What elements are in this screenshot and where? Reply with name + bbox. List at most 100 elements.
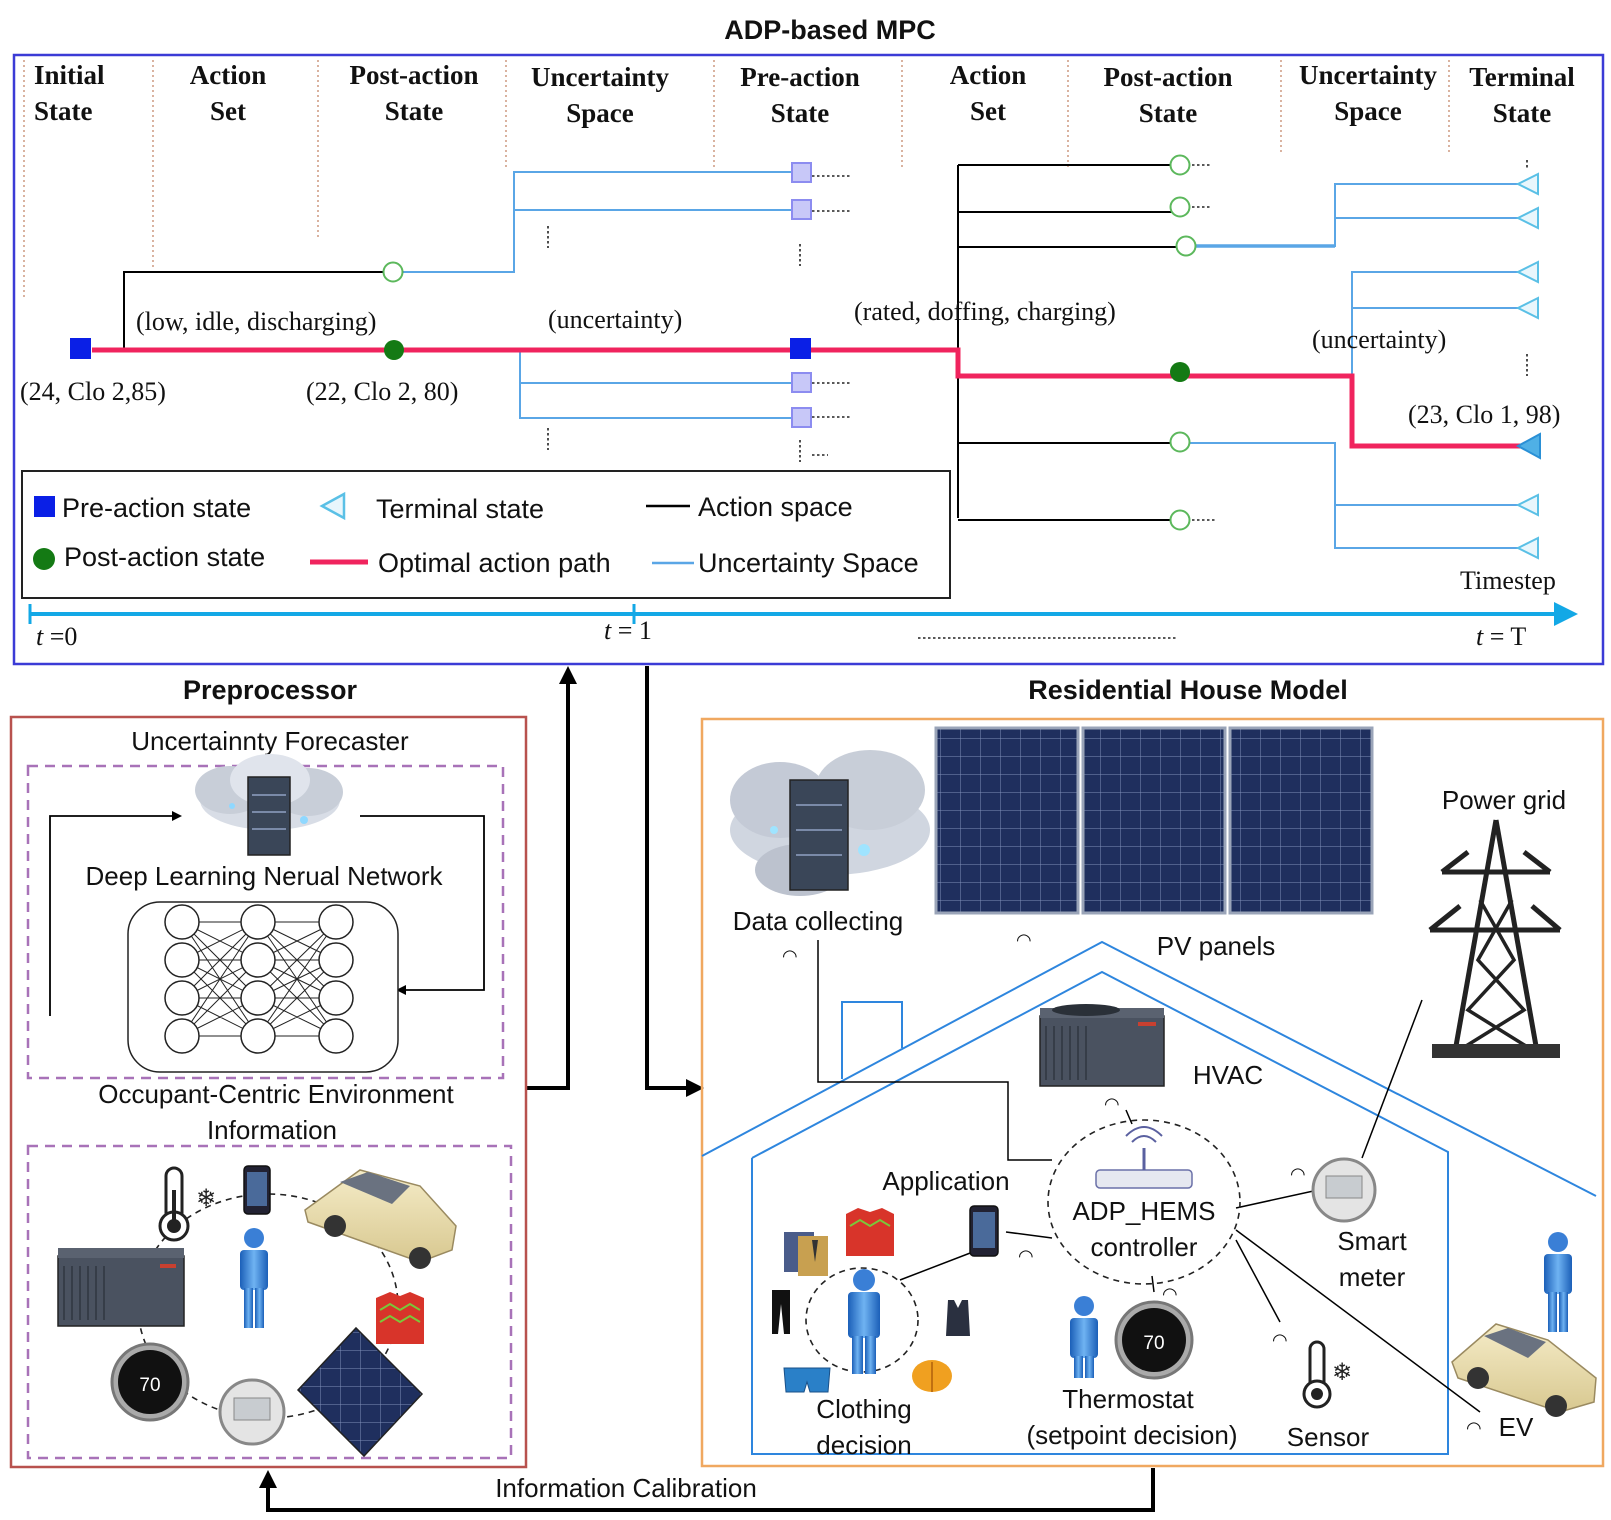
legend: Pre-action state Post-action state Termi… xyxy=(21,470,951,599)
snowflake-icon: ❄ xyxy=(196,1184,216,1212)
person-icon xyxy=(1070,1296,1098,1378)
smart-meter-icon xyxy=(1311,1157,1377,1223)
timeline: t =0 t = 1 t = T xyxy=(28,602,1578,651)
wifi-icon: ◠ xyxy=(1018,1246,1034,1267)
thermostat-reading: 70 xyxy=(139,1375,160,1396)
hvac-icon xyxy=(1039,1004,1165,1087)
wifi-icon: ◠ xyxy=(782,946,798,967)
wifi-icon: ◠ xyxy=(1162,1284,1178,1305)
feedback-arrow-out xyxy=(360,815,485,995)
candidate-post-action-states xyxy=(382,154,1197,531)
col-uncertainty-2: Space xyxy=(566,98,634,128)
car-icon xyxy=(1451,1323,1597,1417)
controller-label-2: controller xyxy=(1091,1232,1198,1262)
terminal-state-label: (23, Clo 1, 98) xyxy=(1408,400,1560,429)
annotation-uncertainty-1: (uncertainty) xyxy=(548,305,682,334)
action-space-branches xyxy=(123,164,1185,521)
arrow-mpc-to-house xyxy=(645,666,704,1097)
mpc-panel xyxy=(12,53,1605,666)
smart-meter-label-1: Smart xyxy=(1337,1226,1407,1256)
timeline-t0: t =0 xyxy=(36,622,77,651)
application-label: Application xyxy=(882,1166,1009,1196)
tank-top-icon xyxy=(946,1300,970,1336)
uncertainty-branches xyxy=(394,171,1528,549)
solar-panel-icon xyxy=(296,1326,424,1458)
application-phone-icon xyxy=(969,1205,999,1257)
pv-panels-label: PV panels xyxy=(1157,931,1276,961)
col-terminal-2: State xyxy=(1493,98,1551,128)
occupant-info-label-1: Occupant-Centric Environment xyxy=(98,1079,454,1109)
thermostat-icon: 70 xyxy=(1114,1300,1194,1380)
annotation-action-1: (low, idle, discharging) xyxy=(136,307,376,336)
thermostat-label-2: (setpoint decision) xyxy=(1027,1420,1238,1450)
occupant-info-box xyxy=(26,1144,513,1460)
forecaster-label: Uncertainnty Forecaster xyxy=(131,726,409,756)
wifi-icon: ◠ xyxy=(1466,1418,1482,1439)
neural-network-icon xyxy=(127,901,399,1073)
col-action-set2-2: Set xyxy=(970,96,1006,126)
hvac-unit-icon xyxy=(57,1248,185,1327)
pants-icon xyxy=(772,1290,790,1334)
sweater-icon xyxy=(846,1208,894,1256)
car-icon xyxy=(304,1169,457,1269)
legend-action-label: Action space xyxy=(698,492,853,522)
col-post-action-2: State xyxy=(385,96,443,126)
thermostat-reading: 70 xyxy=(1143,1333,1164,1354)
col-pre-action-1: Pre-action xyxy=(740,62,859,92)
uncertain-pre-action-states xyxy=(791,162,812,428)
power-grid-tower-icon xyxy=(1428,819,1562,1058)
state-label-0: (24, Clo 2,85) xyxy=(20,377,166,406)
column-separators xyxy=(23,60,1450,300)
data-collecting-cloud-icon xyxy=(730,750,930,896)
vest-icon xyxy=(912,1360,952,1392)
col-post-action2-2: State xyxy=(1139,98,1197,128)
smart-meter-label-2: meter xyxy=(1339,1262,1406,1292)
terminal-state xyxy=(1515,432,1541,460)
occupant-info-label-2: Information xyxy=(207,1115,337,1145)
col-initial-state-1: Initial xyxy=(34,60,105,90)
col-action-set2-1: Action xyxy=(950,60,1027,90)
forecaster-box xyxy=(26,764,505,1080)
thermostat-icon: 70 xyxy=(110,1342,190,1422)
hvac-label: HVAC xyxy=(1193,1060,1263,1090)
col-initial-state-2: State xyxy=(34,96,92,126)
wifi-icons: ◠ ◠ ◠ ◠ ◠ ◠ ◠ ◠ xyxy=(782,930,1482,1439)
dlnn-label: Deep Learning Nerual Network xyxy=(86,861,444,891)
col-action-set-1: Action xyxy=(190,60,267,90)
legend-optimal-label: Optimal action path xyxy=(378,548,611,578)
pv-panels-icon xyxy=(934,726,1374,915)
person-icon xyxy=(1544,1232,1572,1332)
thermometer-icon xyxy=(158,1166,190,1242)
col-uncertainty2-2: Space xyxy=(1334,96,1402,126)
timeline-t1: t = 1 xyxy=(604,616,652,645)
timeline-tT: t = T xyxy=(1476,622,1526,651)
annotation-uncertainty-2: (uncertainty) xyxy=(1312,325,1446,354)
shirts-icon xyxy=(784,1232,828,1276)
feedback-arrow-in xyxy=(49,811,182,1016)
post-action-state-2 xyxy=(1170,362,1190,382)
sweater-icon xyxy=(376,1292,424,1344)
legend-pre-action-swatch xyxy=(34,496,55,517)
ev-label: EV xyxy=(1499,1412,1534,1442)
information-calibration-label: Information Calibration xyxy=(495,1473,757,1503)
house-outline xyxy=(701,940,1597,1455)
col-terminal-1: Terminal xyxy=(1469,62,1575,92)
house-panel xyxy=(700,717,1605,1468)
sensor-label: Sensor xyxy=(1287,1422,1370,1452)
clothing-ring xyxy=(805,1267,919,1373)
col-uncertainty2-1: Uncertainty xyxy=(1299,60,1437,90)
col-post-action-1: Post-action xyxy=(350,60,479,90)
legend-terminal-swatch xyxy=(319,491,346,521)
wifi-icon: ◠ xyxy=(1104,1094,1120,1115)
smartphone-icon xyxy=(243,1165,271,1215)
snowflake-icon: ❄ xyxy=(1332,1358,1352,1386)
col-action-set-2: Set xyxy=(210,96,246,126)
controller-label-1: ADP_HEMS xyxy=(1072,1196,1215,1226)
timestep-label: Timestep xyxy=(1460,566,1556,595)
person-icon xyxy=(240,1228,268,1328)
mpc-title: ADP-based MPC xyxy=(724,15,936,45)
col-uncertainty-1: Uncertainty xyxy=(531,62,669,92)
person-icon xyxy=(848,1269,880,1374)
wifi-icon: ◠ xyxy=(1016,930,1032,951)
